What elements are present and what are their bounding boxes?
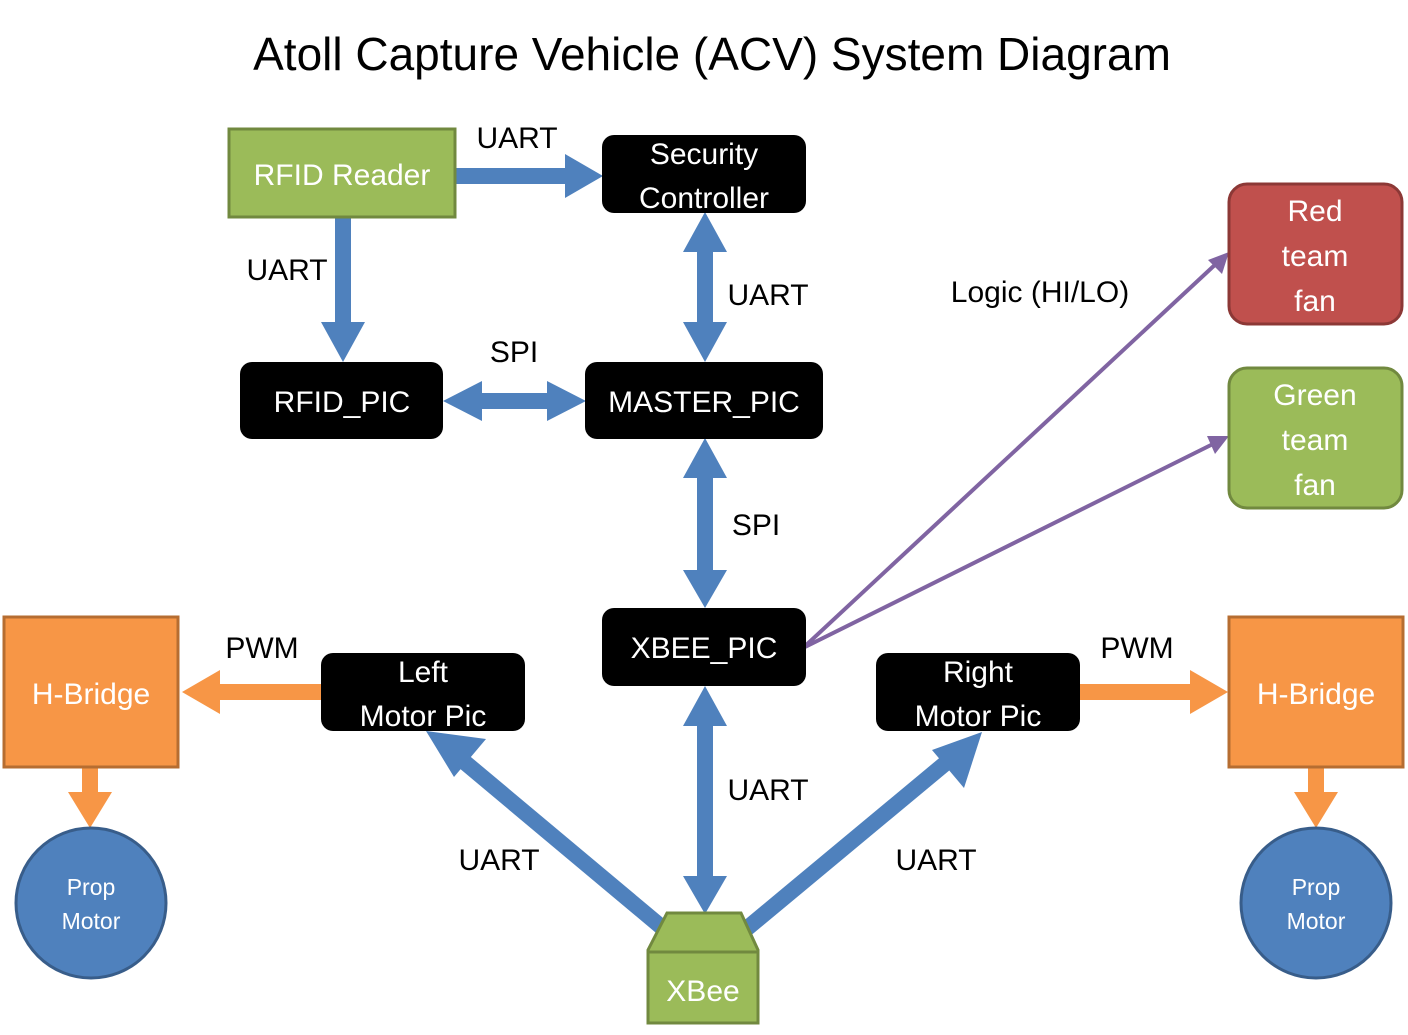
svg-text:RFID Reader: RFID Reader bbox=[254, 159, 431, 192]
svg-text:team: team bbox=[1282, 424, 1349, 457]
node-right-hbridge: H-Bridge bbox=[1227, 615, 1405, 769]
arrow-rfid-reader-to-rfid-pic bbox=[321, 217, 365, 362]
node-left-hbridge: H-Bridge bbox=[2, 615, 180, 769]
arrow-master-xbee-pic bbox=[683, 438, 727, 608]
svg-text:Red: Red bbox=[1287, 195, 1342, 228]
svg-text:Prop: Prop bbox=[1292, 874, 1341, 900]
label-uart-left-motor: UART bbox=[458, 844, 539, 877]
arrow-rfid-reader-to-security bbox=[455, 154, 603, 198]
svg-text:MASTER_PIC: MASTER_PIC bbox=[608, 386, 800, 419]
node-left-prop-motor: Prop Motor bbox=[14, 826, 168, 980]
label-uart-xbee-pic: UART bbox=[727, 774, 808, 807]
svg-text:XBee: XBee bbox=[666, 975, 739, 1008]
svg-text:Right: Right bbox=[943, 656, 1014, 689]
arrow-xbee-to-right-motor bbox=[739, 732, 982, 937]
svg-text:Controller: Controller bbox=[639, 182, 769, 215]
arrow-security-master bbox=[683, 212, 727, 362]
label-uart-right-motor: UART bbox=[895, 844, 976, 877]
arrow-xbee-xbee-pic bbox=[683, 686, 727, 914]
svg-text:Left: Left bbox=[398, 656, 449, 689]
svg-text:H-Bridge: H-Bridge bbox=[1257, 678, 1375, 711]
svg-text:fan: fan bbox=[1294, 469, 1336, 502]
label-spi-rfid-master: SPI bbox=[490, 336, 538, 369]
node-right-prop-motor: Prop Motor bbox=[1239, 826, 1393, 980]
label-logic: Logic (HI/LO) bbox=[951, 276, 1129, 309]
arrow-xbee-to-left-motor bbox=[426, 731, 671, 937]
logic-line-green-fan bbox=[802, 436, 1229, 650]
svg-text:RFID_PIC: RFID_PIC bbox=[274, 386, 411, 419]
svg-text:Security: Security bbox=[650, 138, 758, 171]
svg-text:Motor Pic: Motor Pic bbox=[915, 700, 1042, 733]
arrow-rfid-pic-master bbox=[443, 381, 586, 421]
svg-text:Motor Pic: Motor Pic bbox=[360, 700, 487, 733]
logic-line-red-fan bbox=[801, 252, 1229, 650]
node-xbee-pic: XBEE_PIC bbox=[602, 608, 806, 686]
node-right-motor-pic: Right Motor Pic bbox=[876, 653, 1080, 733]
svg-text:H-Bridge: H-Bridge bbox=[32, 678, 150, 711]
node-left-motor-pic: Left Motor Pic bbox=[321, 653, 525, 733]
node-master-pic: MASTER_PIC bbox=[585, 362, 823, 439]
node-rfid-reader: RFID Reader bbox=[227, 127, 457, 219]
arrow-right-hbridge-to-motor bbox=[1294, 768, 1338, 828]
svg-text:fan: fan bbox=[1294, 285, 1336, 318]
edge-labels: UART UART UART SPI SPI Logic (HI/LO) UAR… bbox=[225, 122, 1173, 877]
label-pwm-right: PWM bbox=[1100, 632, 1173, 665]
label-uart-rfid-reader-pic: UART bbox=[246, 254, 327, 287]
svg-text:Green: Green bbox=[1273, 379, 1356, 412]
svg-text:XBEE_PIC: XBEE_PIC bbox=[631, 632, 778, 665]
svg-text:Motor: Motor bbox=[1287, 908, 1346, 934]
label-uart-security-master: UART bbox=[727, 279, 808, 312]
diagram-title: Atoll Capture Vehicle (ACV) System Diagr… bbox=[253, 28, 1171, 80]
node-red-team-fan: Red team fan bbox=[1227, 182, 1404, 326]
node-green-team-fan: Green team fan bbox=[1227, 366, 1404, 510]
label-pwm-left: PWM bbox=[225, 632, 298, 665]
node-xbee: XBee bbox=[646, 911, 760, 1025]
svg-text:Prop: Prop bbox=[67, 874, 116, 900]
arrow-left-motor-to-hbridge bbox=[182, 670, 322, 714]
node-rfid-pic: RFID_PIC bbox=[240, 362, 443, 439]
arrow-right-motor-to-hbridge bbox=[1080, 670, 1228, 714]
label-spi-master-xbee: SPI bbox=[732, 509, 780, 542]
arrow-left-hbridge-to-motor bbox=[68, 768, 112, 828]
node-security-controller: Security Controller bbox=[602, 135, 806, 215]
connections bbox=[68, 154, 1338, 937]
svg-text:Motor: Motor bbox=[62, 908, 121, 934]
svg-text:team: team bbox=[1282, 240, 1349, 273]
label-uart-rfid-security: UART bbox=[476, 122, 557, 155]
